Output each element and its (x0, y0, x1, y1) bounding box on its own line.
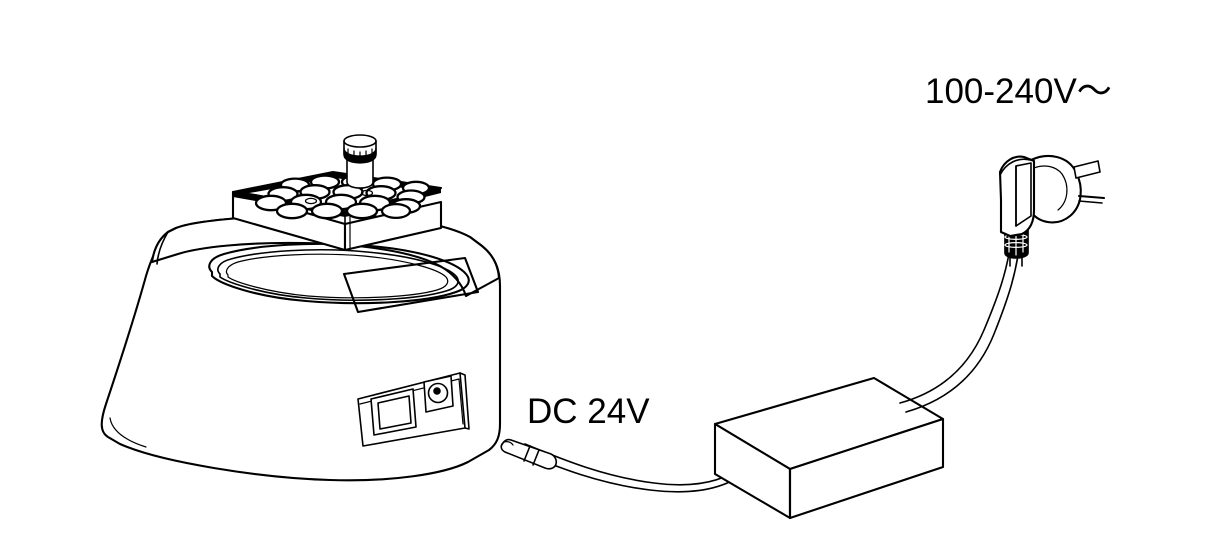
rocker-switch-face[interactable] (377, 395, 412, 430)
dc-connector-collar-2 (532, 449, 540, 466)
sample-tube (343, 134, 377, 189)
plug-top-cap (999, 158, 1031, 176)
platform-recess-outer (208, 242, 470, 305)
dc-jack-center-pin (433, 387, 441, 395)
ac-cable (899, 247, 1020, 413)
rear-control-panel (357, 372, 470, 447)
plug-prong (1077, 194, 1106, 200)
well-detail-mark (360, 189, 374, 197)
plug-seam (1033, 165, 1063, 175)
well (380, 202, 412, 220)
tube-cap-top (343, 134, 377, 148)
well (345, 202, 379, 220)
platform-recess-inner-2 (225, 253, 449, 299)
dc-barrel-connector[interactable] (500, 438, 558, 470)
dry-bath-incubator (100, 213, 502, 482)
dc-connector-tip-end (503, 441, 514, 446)
well-detail-mark (304, 197, 318, 205)
heating-block (231, 134, 443, 252)
plug-rib-ring (1004, 242, 1028, 249)
ac-mains-plug (998, 155, 1106, 267)
plug-body (1025, 155, 1082, 224)
well (275, 202, 309, 220)
well (310, 202, 344, 220)
ac-cable-line-outer (899, 247, 1011, 404)
plug-prong (1073, 160, 1101, 179)
plug-prong-edge (1078, 200, 1103, 204)
dc-connector-collar (523, 445, 531, 462)
well-grid (254, 174, 431, 220)
dc-cable-edge (524, 443, 746, 486)
device-base-edge (109, 417, 147, 448)
front-display-panel (342, 256, 480, 314)
plug-seam-2 (1057, 173, 1068, 211)
plug-face-panel (1015, 162, 1032, 227)
dc-cable-assembly (500, 438, 749, 493)
control-panel-post (459, 372, 470, 430)
platform-recess-inner (217, 249, 459, 301)
ac-dc-power-adapter-brick (713, 376, 945, 520)
device-deck-rim (151, 231, 169, 265)
ac-voltage-label: 100-240V～ (925, 72, 1112, 111)
dc-voltage-label: DC 24V (527, 392, 650, 431)
ac-cable-line-inner (905, 247, 1020, 413)
